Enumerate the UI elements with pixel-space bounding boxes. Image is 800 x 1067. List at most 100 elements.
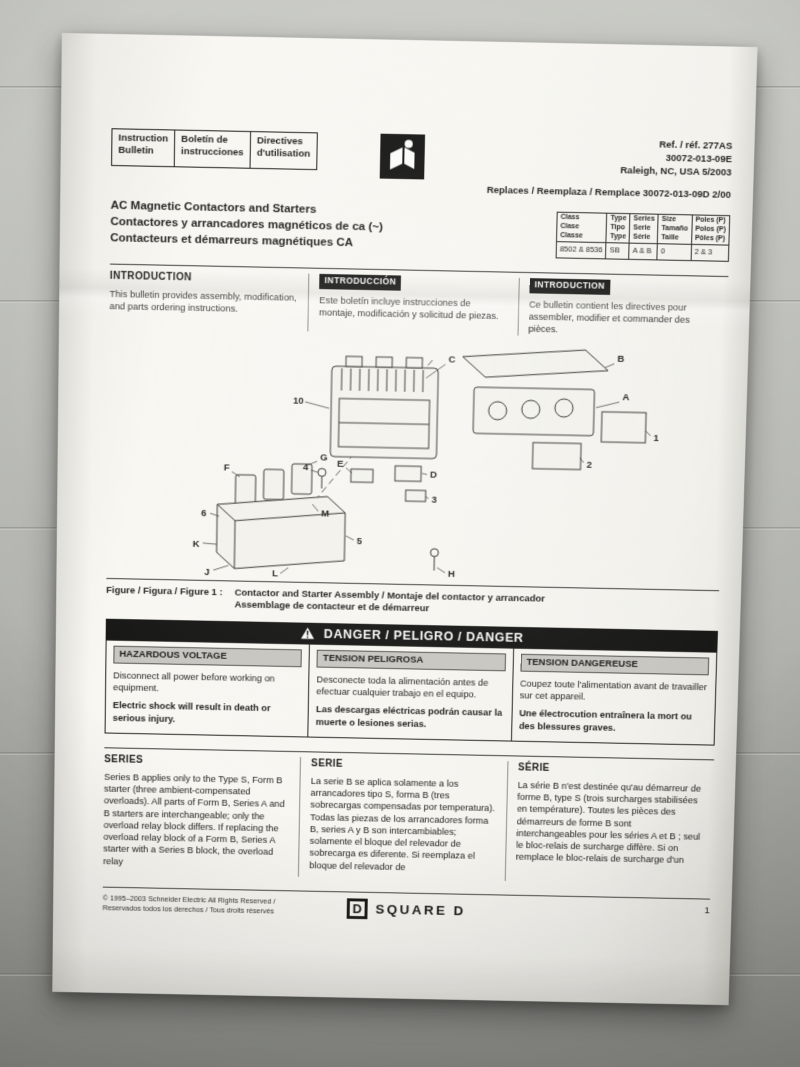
series-body-fr: La série B n'est destinée qu'au démarreu…	[515, 779, 702, 866]
danger-banner-text: DANGER / PELIGRO / DANGER	[323, 626, 524, 645]
square-d-logo-icon: D	[346, 897, 368, 919]
danger-emphasis-en: Electric shock will result in death or s…	[112, 700, 271, 724]
page-footer: © 1995–2003 Schneider Electric All Right…	[102, 886, 711, 926]
bulletin-label-fr-line1: Directives	[256, 135, 303, 148]
document-title: AC Magnetic Contactors and Starters Cont…	[110, 199, 557, 256]
danger-heading-fr: TENSION DANGEREUSE	[520, 654, 710, 676]
square-d-letter: D	[352, 900, 362, 916]
callout-l: L	[272, 568, 278, 579]
part-2	[532, 442, 581, 469]
danger-heading-en: HAZARDOUS VOLTAGE	[113, 645, 303, 668]
spec-table-data-row: 8502 & 8536 SB A & B 0 2 & 3	[556, 241, 729, 261]
printed-page: Instruction Bulletin Boletín de instrucc…	[52, 33, 757, 1005]
callout-a: A	[622, 392, 629, 403]
callout-m: M	[321, 508, 329, 519]
series-heading-es: SERIE	[311, 757, 344, 770]
introduction-heading-en: INTRODUCTION	[109, 270, 192, 284]
callout-10: 10	[293, 395, 304, 406]
callout-4: 4	[303, 462, 309, 473]
callout-j: J	[204, 567, 209, 578]
bulletin-label-es-line1: Boletín de	[181, 133, 228, 146]
callout-k: K	[193, 539, 200, 550]
callout-6: 6	[201, 508, 206, 519]
introduction-body-en: This bulletin provides assembly, modific…	[109, 288, 297, 314]
spec-value-class: 8502 & 8536	[556, 241, 607, 259]
introduction-fr: INTRODUCTION Ce bulletin contient les di…	[517, 277, 729, 340]
spec-col-poles: Poles (P)Polos (P)Pôles (P)	[691, 214, 730, 246]
danger-body-en: Disconnect all power before working on e…	[112, 670, 275, 694]
part-1	[601, 411, 646, 442]
bulletin-label-fr-line2: d'utilisation	[256, 147, 311, 160]
location-date: Raleigh, NC, USA 5/2003	[620, 164, 732, 179]
introduction-body-fr: Ce bulletin contient les directives pour…	[528, 299, 690, 335]
spec-value-poles: 2 & 3	[690, 244, 729, 261]
title-section: AC Magnetic Contactors and Starters Cont…	[110, 199, 730, 262]
reference-block: Ref. / réf. 277AS 30072-013-09E Raleigh,…	[620, 139, 732, 180]
bulletin-label-fr: Directives d'utilisation	[250, 132, 316, 169]
danger-col-en: HAZARDOUS VOLTAGE Disconnect all power b…	[106, 641, 310, 736]
introduction-chip-es: INTRODUCCIÓN	[319, 273, 402, 291]
part-e	[349, 467, 373, 482]
square-d-brand: D SQUARE D	[346, 897, 466, 921]
series-es: SERIE La serie B se aplica solamente a l…	[298, 756, 508, 881]
part-screw-h	[430, 548, 440, 571]
part-3	[404, 488, 426, 502]
bulletin-label-es: Boletín de instrucciones	[174, 130, 251, 168]
series-body-es: La serie B se aplica solamente a los arr…	[309, 775, 495, 872]
copyright-notice: © 1995–2003 Schneider Electric All Right…	[102, 893, 346, 918]
danger-banner: DANGER / PELIGRO / DANGER	[105, 618, 718, 653]
square-d-wordmark: SQUARE D	[375, 901, 466, 918]
introduction-en: INTRODUCTION This bulletin provides asse…	[109, 269, 308, 331]
part-d	[393, 464, 422, 481]
bulletin-label-es-line2: instrucciones	[181, 145, 244, 159]
series-fr: SÉRIE La série B n'est destinée qu'au dé…	[504, 760, 714, 885]
figure-caption: Figure / Figura / Figure 1 : Contactor a…	[105, 577, 720, 623]
callout-c: C	[448, 354, 455, 365]
series-heading-fr: SÉRIE	[517, 761, 550, 774]
introduction-heading-fr: INTRODUCTION	[529, 277, 718, 297]
part-contactor-housing	[330, 356, 438, 459]
part-cover-plate	[462, 347, 608, 379]
bulletin-label-en-line2: Bulletin	[118, 144, 154, 157]
callout-h: H	[448, 569, 455, 580]
callout-d: D	[430, 469, 437, 480]
danger-heading-es: TENSION PELIGROSA	[316, 649, 506, 672]
page-number: 1	[704, 904, 710, 916]
introduction-es: INTRODUCCIÓN Este boletín incluye instru…	[307, 273, 519, 336]
bulletin-label-en-line1: Instruction	[118, 132, 169, 145]
bulletin-type-boxes: Instruction Bulletin Boletín de instrucc…	[111, 128, 318, 170]
document-paper: Instruction Bulletin Boletín de instrucc…	[52, 32, 758, 1006]
figure-caption-label: Figure / Figura / Figure 1 :	[106, 584, 223, 598]
part-screw-4	[316, 466, 326, 488]
introduction-heading-es: INTRODUCCIÓN	[319, 273, 508, 293]
introduction-chip-fr: INTRODUCTION	[529, 277, 611, 295]
danger-body-fr: Coupez toute l'alimentation avant de tra…	[519, 678, 707, 702]
callout-g: G	[320, 452, 328, 463]
figure-caption-text: Contactor and Starter Assembly / Montaje…	[234, 587, 545, 619]
callout-5: 5	[357, 536, 363, 547]
danger-emphasis-fr: Une électrocution entraînera la mort ou …	[518, 708, 692, 733]
danger-col-es: TENSION PELIGROSA Desconecte toda la ali…	[307, 644, 513, 741]
callout-b: B	[617, 353, 624, 364]
figure-1: 10 C B A 1 2 D E 4 3 F G M 6 K J 5	[106, 333, 726, 586]
series-heading-en: SERIES	[104, 753, 144, 766]
introduction-section: INTRODUCTION This bulletin provides asse…	[109, 263, 729, 340]
series-body-en: Series B applies only to the Type S, For…	[103, 771, 285, 867]
callout-2: 2	[586, 459, 592, 470]
series-section: SERIES Series B applies only to the Type…	[102, 746, 715, 885]
introduction-body-es: Este boletín incluye instrucciones de mo…	[318, 294, 499, 322]
exploded-diagram: 10 C B A 1 2 D E 4 3 F G M 6 K J 5	[193, 333, 660, 580]
series-en: SERIES Series B applies only to the Type…	[103, 753, 300, 877]
bulletin-label-en: Instruction Bulletin	[112, 129, 176, 166]
callout-e: E	[337, 458, 344, 469]
document-header: Instruction Bulletin Boletín de instrucc…	[111, 128, 732, 185]
part-overload-relay	[473, 387, 594, 436]
callout-1: 1	[653, 433, 659, 444]
